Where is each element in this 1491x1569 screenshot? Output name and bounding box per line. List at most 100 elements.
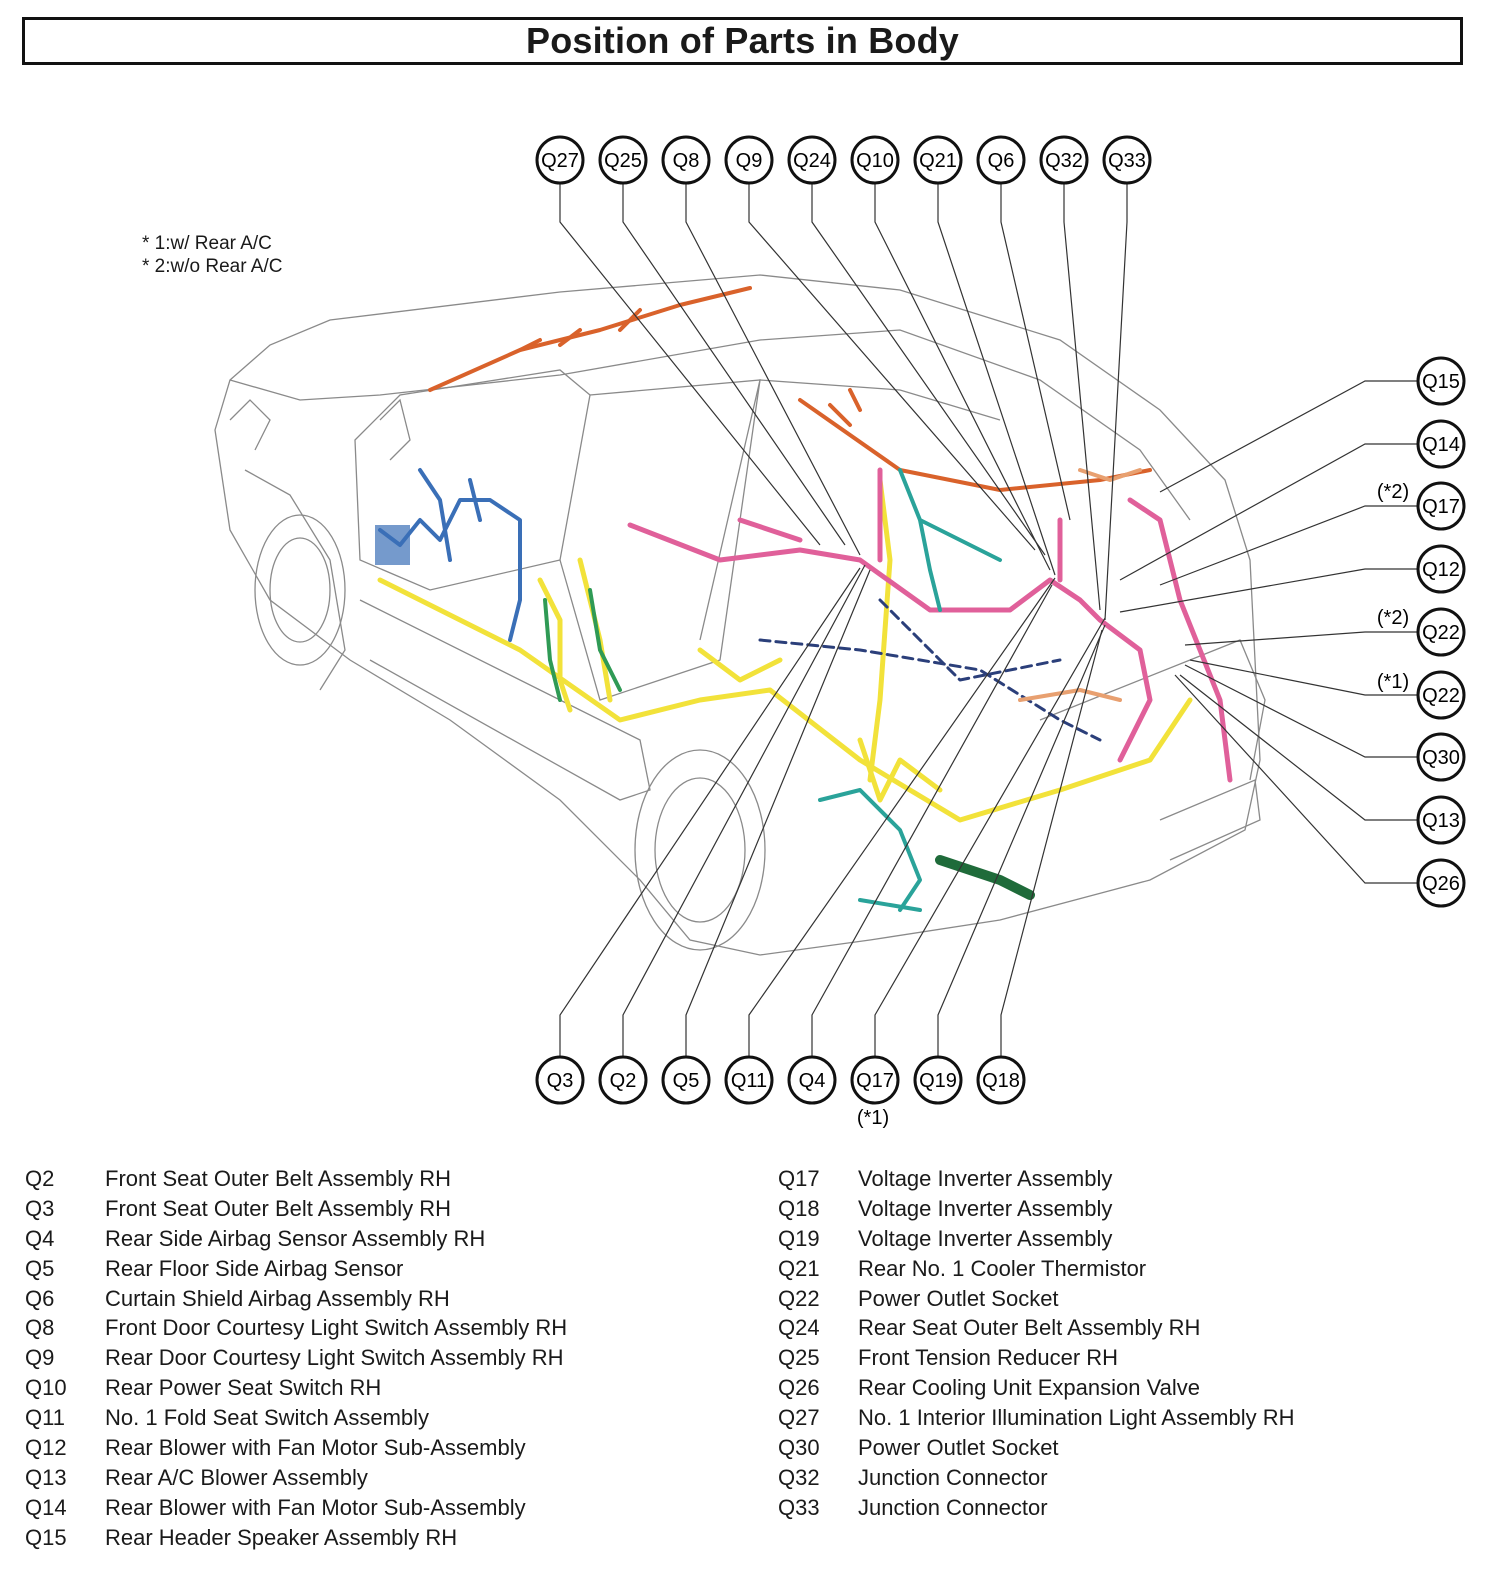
- callout-q22-lower-note: (*1): [1377, 671, 1409, 693]
- legend-code: Q5: [25, 1255, 55, 1281]
- legend-name: Rear Header Speaker Assembly RH: [105, 1524, 458, 1550]
- callout-q2[interactable]: Q2: [598, 1055, 648, 1105]
- callout-q13[interactable]: Q13: [1416, 795, 1466, 845]
- legend-code: Q32: [778, 1464, 820, 1490]
- callouts-bottom: Q3 Q2 Q5 Q11 Q4 Q17 (*1) Q19 Q18: [535, 1055, 1026, 1129]
- legend-name: Junction Connector: [858, 1494, 1048, 1520]
- svg-text:Q18: Q18: [982, 1070, 1020, 1092]
- svg-text:Q25: Q25: [604, 150, 642, 172]
- legend-code: Q22: [778, 1285, 820, 1311]
- svg-text:Q2: Q2: [610, 1070, 637, 1092]
- callout-q17-note: (*2): [1377, 481, 1409, 503]
- callout-q5[interactable]: Q5: [661, 1055, 711, 1105]
- callout-q33[interactable]: Q33: [1102, 135, 1152, 185]
- callout-q10[interactable]: Q10: [850, 135, 900, 185]
- legend-name: Power Outlet Socket: [858, 1285, 1059, 1311]
- callout-q18[interactable]: Q18: [976, 1055, 1026, 1105]
- callout-q30[interactable]: Q30: [1416, 732, 1466, 782]
- callout-q22-upper[interactable]: Q22: [1416, 607, 1466, 657]
- callout-q32[interactable]: Q32: [1039, 135, 1089, 185]
- svg-text:Q17: Q17: [856, 1070, 894, 1092]
- legend-name: Voltage Inverter Assembly: [858, 1195, 1113, 1221]
- callout-q8[interactable]: Q8: [661, 135, 711, 185]
- legend-code: Q12: [25, 1435, 67, 1461]
- legend-code: Q13: [25, 1464, 67, 1490]
- legend-name: Rear No. 1 Cooler Thermistor: [858, 1255, 1147, 1281]
- callout-q21[interactable]: Q21: [913, 135, 963, 185]
- orange-roof-harness: [428, 286, 1152, 492]
- svg-text:Q24: Q24: [793, 150, 831, 172]
- legend-name: Front Door Courtesy Light Switch Assembl…: [105, 1315, 568, 1341]
- legend-name: Front Seat Outer Belt Assembly RH: [105, 1166, 452, 1191]
- green-door-harness: [543, 588, 622, 702]
- svg-text:Q15: Q15: [1422, 371, 1460, 393]
- callout-q6[interactable]: Q6: [976, 135, 1026, 185]
- dark-green-connector: [935, 855, 1035, 900]
- legend-code: Q26: [778, 1375, 820, 1401]
- yellow-floor-harness: [377, 477, 1193, 823]
- legend-name: No. 1 Fold Seat Switch Assembly: [105, 1405, 430, 1431]
- callout-q14[interactable]: Q14: [1416, 419, 1466, 469]
- callout-q11[interactable]: Q11: [724, 1055, 774, 1105]
- callout-q26[interactable]: Q26: [1416, 858, 1466, 908]
- svg-text:Q22: Q22: [1422, 685, 1460, 707]
- svg-text:Q5: Q5: [673, 1070, 700, 1092]
- legend-name: Front Tension Reducer RH: [858, 1345, 1119, 1371]
- legend-code: Q11: [25, 1405, 65, 1431]
- svg-text:Q14: Q14: [1422, 434, 1460, 456]
- svg-text:Q30: Q30: [1422, 747, 1460, 769]
- legend-code: Q25: [778, 1345, 820, 1371]
- callout-q15[interactable]: Q15: [1416, 356, 1466, 406]
- callout-q3[interactable]: Q3: [535, 1055, 585, 1105]
- callout-q25[interactable]: Q25: [598, 135, 648, 185]
- legend-code: Q8: [25, 1315, 55, 1341]
- legend-name: Voltage Inverter Assembly: [858, 1225, 1113, 1251]
- legend-name: Rear Side Airbag Sensor Assembly RH: [105, 1225, 486, 1251]
- svg-text:Q19: Q19: [919, 1070, 957, 1092]
- title-box: Position of Parts in Body: [22, 17, 1463, 65]
- pink-rear-harness: [627, 467, 1233, 783]
- legend-code: Q2: [25, 1166, 55, 1191]
- legend-code: Q19: [778, 1225, 820, 1251]
- svg-text:Q32: Q32: [1045, 150, 1083, 172]
- callout-q12[interactable]: Q12: [1416, 544, 1466, 594]
- callout-q17-bottom[interactable]: Q17: [850, 1055, 900, 1105]
- legend-code: Q3: [25, 1195, 55, 1221]
- legend-code: Q24: [778, 1315, 820, 1341]
- svg-text:Q22: Q22: [1422, 622, 1460, 644]
- callout-q17-bottom-note: (*1): [857, 1107, 889, 1129]
- teal-seat-harness: [818, 468, 1002, 912]
- callout-q17-right[interactable]: Q17: [1416, 481, 1466, 531]
- legend-name: Curtain Shield Airbag Assembly RH: [105, 1285, 450, 1311]
- svg-text:Q27: Q27: [541, 150, 579, 172]
- callouts-right: Q15 Q14 (*2) Q17 Q12 (*2) Q22 (*1) Q22 Q…: [1377, 356, 1466, 908]
- legend-name: Junction Connector: [858, 1464, 1048, 1490]
- note-no-rear-ac: * 2:w/o Rear A/C: [142, 256, 283, 277]
- callout-q19[interactable]: Q19: [913, 1055, 963, 1105]
- svg-text:Q21: Q21: [919, 150, 957, 172]
- callout-q9[interactable]: Q9: [724, 135, 774, 185]
- svg-text:Q12: Q12: [1422, 559, 1460, 581]
- legend-code: Q21: [778, 1255, 820, 1281]
- navy-floor-harness: [758, 598, 1102, 742]
- legend-name: Rear Power Seat Switch RH: [105, 1375, 382, 1401]
- callout-q22-upper-note: (*2): [1377, 607, 1409, 629]
- svg-text:Q9: Q9: [736, 150, 763, 172]
- callout-q24[interactable]: Q24: [787, 135, 837, 185]
- wire-harnesses: [375, 286, 1233, 912]
- leader-lines: [559, 183, 1418, 1056]
- tan-rear-harness: [1018, 468, 1142, 702]
- svg-text:Q6: Q6: [988, 150, 1015, 172]
- callout-q4[interactable]: Q4: [787, 1055, 837, 1105]
- legend-code: Q17: [778, 1166, 820, 1191]
- legend-name: Power Outlet Socket: [858, 1435, 1059, 1461]
- legend-name: Rear Floor Side Airbag Sensor: [105, 1255, 404, 1281]
- legend-code: Q6: [25, 1285, 55, 1311]
- vehicle-outline: [214, 274, 1266, 956]
- callout-q22-lower[interactable]: Q22: [1416, 670, 1466, 720]
- callout-q27[interactable]: Q27: [535, 135, 585, 185]
- legend-name: Rear Seat Outer Belt Assembly RH: [858, 1315, 1201, 1341]
- legend-code: Q27: [778, 1405, 820, 1431]
- svg-text:Q17: Q17: [1422, 496, 1460, 518]
- legend-name: No. 1 Interior Illumination Light Assemb…: [858, 1405, 1295, 1431]
